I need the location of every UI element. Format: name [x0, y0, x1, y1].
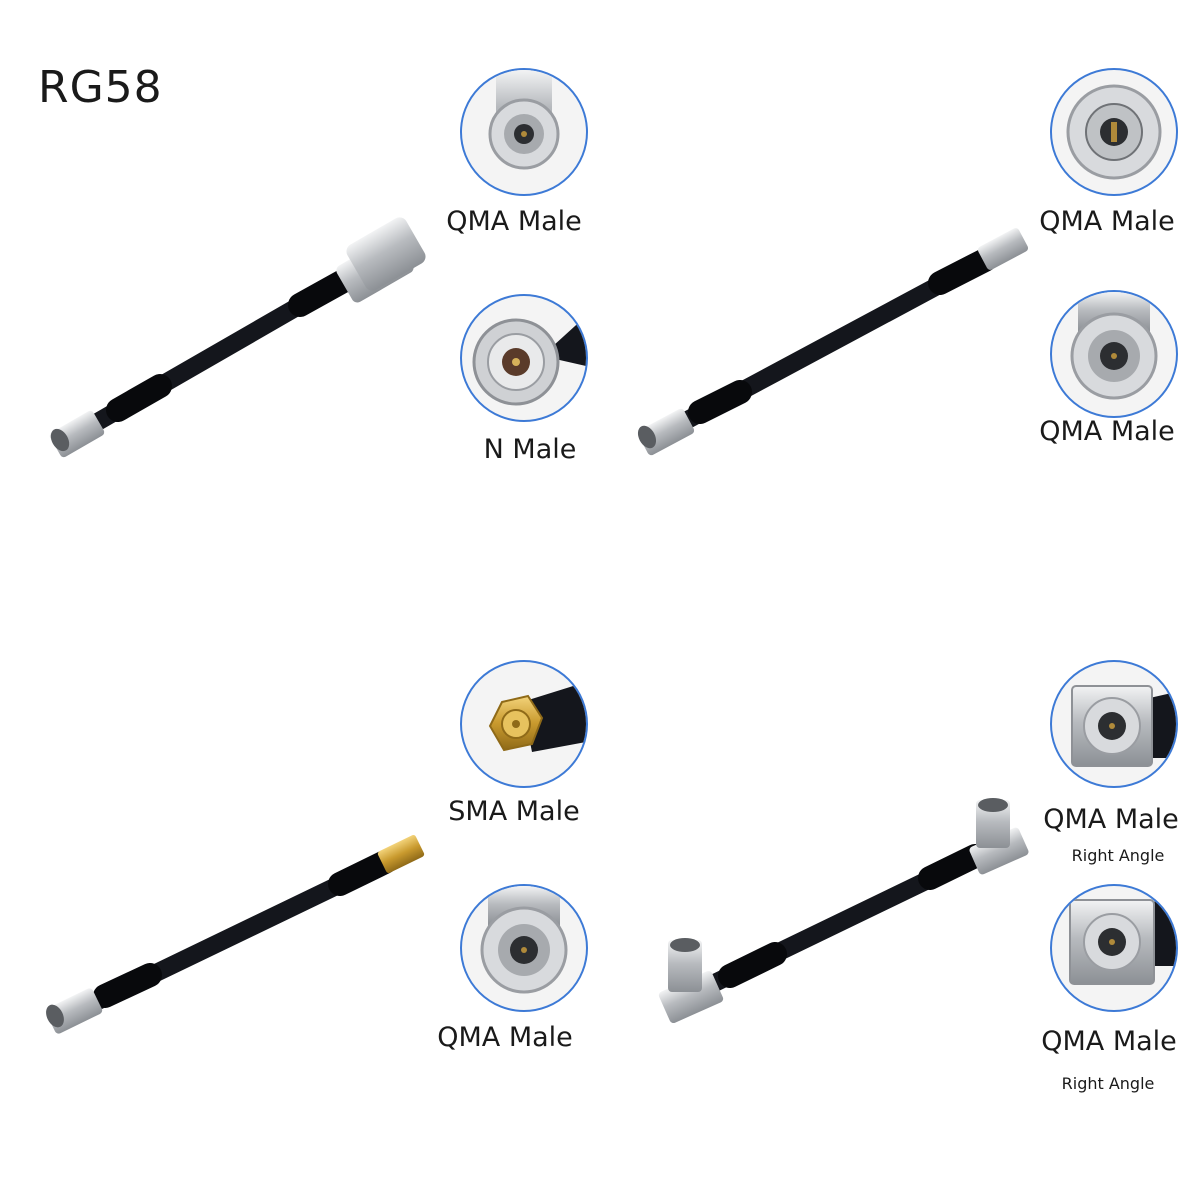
connector-closeup-qma-male — [460, 68, 588, 196]
connector-closeup-qma-male-right-angle — [1050, 884, 1178, 1012]
connector-sublabel: Right Angle — [1071, 846, 1165, 865]
n-male-face-icon — [472, 316, 586, 406]
qma-face-icon — [488, 70, 560, 170]
qma-face-icon — [1070, 292, 1158, 400]
cable-qma-to-qma — [637, 228, 1029, 456]
connector-closeup-sma-male — [460, 660, 588, 788]
connector-label: QMA Male — [1041, 1026, 1177, 1057]
connector-closeup-qma-male-right-angle — [1050, 660, 1178, 788]
connector-sublabel: Right Angle — [1061, 1074, 1155, 1093]
sma-face-icon — [488, 682, 586, 752]
connector-label: QMA Male — [446, 206, 582, 237]
qma-right-angle-face-icon — [1069, 896, 1176, 985]
qma-right-angle-face-icon — [1071, 685, 1176, 767]
connector-label: QMA Male — [1039, 206, 1175, 237]
connector-label: QMA Male — [437, 1022, 573, 1053]
qma-face-icon — [480, 886, 568, 994]
page-title: RG58 — [38, 62, 163, 113]
connector-closeup-qma-male — [460, 884, 588, 1012]
cable-qma-to-n — [49, 217, 426, 458]
cable-qma-ra-to-qma-ra — [658, 798, 1029, 1024]
connector-closeup-n-male — [460, 294, 588, 422]
qma-face-icon — [1066, 84, 1162, 180]
connector-label: SMA Male — [448, 796, 580, 827]
connector-closeup-qma-male — [1050, 290, 1178, 418]
connector-label: QMA Male — [1039, 416, 1175, 447]
connector-closeup-qma-male — [1050, 68, 1178, 196]
connector-label: QMA Male — [1043, 804, 1179, 835]
cable-sma-to-qma — [45, 835, 425, 1034]
connector-label: N Male — [483, 434, 577, 465]
